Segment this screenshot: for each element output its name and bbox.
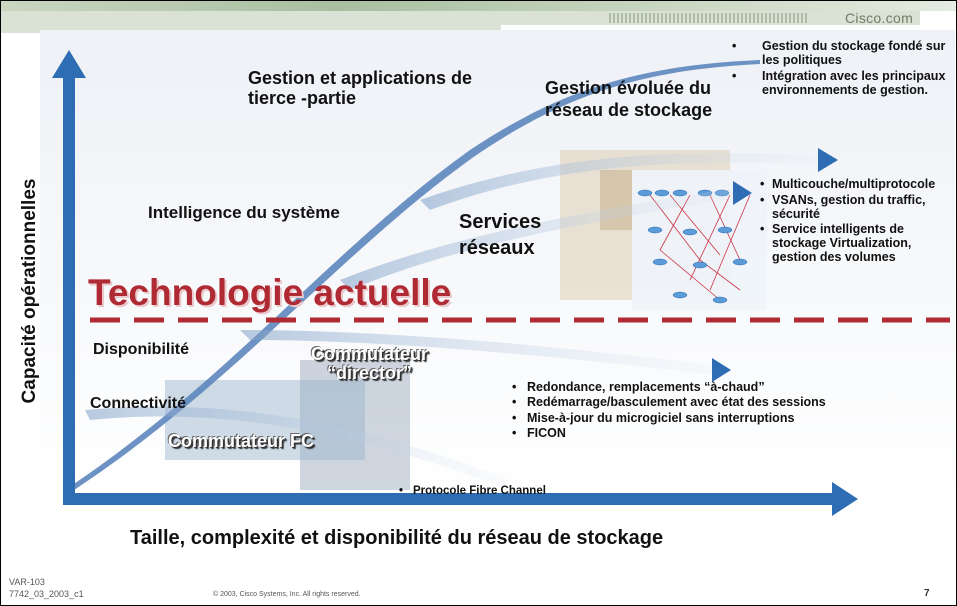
x-axis-arrowhead bbox=[832, 482, 858, 516]
services-bullets: • Multicouche/multiprotocole • VSANs, ge… bbox=[760, 177, 956, 265]
bullet-text: Mise-à-jour du microgiciel sans interrup… bbox=[527, 410, 795, 425]
bullet-icon: • bbox=[760, 177, 765, 191]
list-item: • Service intelligents de stockage Virtu… bbox=[760, 222, 956, 264]
bullet-text: Gestion du stockage fondé sur les politi… bbox=[762, 39, 946, 68]
bullet-text: Protocole Fibre Channel bbox=[413, 485, 546, 497]
bullet-text: Redondance, remplacements “à-chaud” bbox=[527, 380, 765, 394]
x-axis-shaft bbox=[63, 493, 838, 505]
diagram-background bbox=[40, 30, 955, 500]
bullet-text: Service intelligents de stockage Virtual… bbox=[772, 222, 912, 264]
footer-code-line2: 7742_03_2003_c1 bbox=[9, 589, 84, 599]
bullet-text: Multicouche/multiprotocole bbox=[772, 177, 936, 191]
x-axis-label: Taille, complexité et disponibilité du r… bbox=[130, 527, 664, 549]
availability-bullets: • Redondance, remplacements “à-chaud” • … bbox=[512, 380, 887, 441]
label-gestion-evoluee: Gestion évoluée du réseau de stockage bbox=[545, 78, 713, 120]
page-number: 7 bbox=[924, 588, 930, 599]
y-axis-shaft bbox=[63, 75, 75, 505]
list-item: • VSANs, gestion du traffic, sécurité bbox=[760, 192, 956, 222]
bullet-icon: • bbox=[399, 485, 404, 497]
label-services: Services réseaux bbox=[459, 211, 542, 259]
list-item: • FICON bbox=[512, 425, 887, 441]
label-connectivite: Connectivité bbox=[90, 395, 187, 412]
y-axis-label: Capacité opérationnelles bbox=[19, 178, 40, 404]
connectivity-band bbox=[85, 406, 510, 488]
management-bullets: • Gestion du stockage fondé sur les poli… bbox=[732, 39, 954, 98]
bullet-icon: • bbox=[512, 380, 517, 394]
footer-copyright: © 2003, Cisco Systems, Inc. All rights r… bbox=[213, 591, 361, 598]
label-intelligence: Intelligence du système bbox=[148, 203, 340, 222]
availability-arrowhead bbox=[712, 358, 731, 382]
current-technology-title: Technologie actuelle bbox=[88, 272, 452, 313]
footer-code-line1: VAR-103 bbox=[9, 577, 45, 587]
label-gestion-tierce: Gestion et applications de tierce -parti… bbox=[248, 68, 473, 109]
list-item: • Protocole Fibre Channel bbox=[399, 485, 663, 499]
bullet-text: Intégration avec les principaux environn… bbox=[762, 68, 946, 98]
bullet-icon: • bbox=[760, 222, 765, 237]
services-band bbox=[340, 188, 735, 290]
list-item: • Gestion du stockage fondé sur les poli… bbox=[732, 39, 954, 68]
management-arrowhead bbox=[818, 148, 838, 172]
network-nodes bbox=[637, 189, 748, 304]
banner-barcode bbox=[609, 13, 807, 23]
label-disponibilite: Disponibilité bbox=[93, 341, 189, 358]
bullet-icon: • bbox=[732, 68, 737, 83]
bullet-icon: • bbox=[512, 410, 517, 425]
management-band bbox=[420, 152, 820, 210]
availability-band bbox=[240, 330, 715, 375]
bullet-icon: • bbox=[760, 192, 765, 207]
y-axis-arrowhead bbox=[52, 50, 86, 78]
level-arrows bbox=[85, 152, 820, 488]
bullet-text: VSANs, gestion du traffic, sécurité bbox=[772, 192, 926, 221]
list-item: • Mise-à-jour du microgiciel sans interr… bbox=[512, 410, 887, 426]
bullet-icon: • bbox=[732, 39, 737, 53]
connectivity-bullets: • Protocole Fibre Channel bbox=[399, 485, 663, 499]
bullet-text: Redémarrage/basculement avec état des se… bbox=[527, 395, 826, 410]
level-arrowheads bbox=[712, 148, 838, 382]
services-arrowhead bbox=[733, 181, 752, 205]
list-item: • Redondance, remplacements “à-chaud” bbox=[512, 380, 887, 395]
brand-name: Cisco.com bbox=[845, 10, 914, 26]
header-banner bbox=[1, 1, 956, 33]
label-commutateur-director: Commutateur “director” bbox=[310, 344, 428, 383]
list-item: • Redémarrage/basculement avec état des … bbox=[512, 395, 847, 410]
list-item: • Intégration avec les principaux enviro… bbox=[732, 68, 954, 98]
bullet-icon: • bbox=[512, 425, 517, 440]
bullet-icon: • bbox=[512, 395, 517, 410]
axes bbox=[52, 50, 858, 516]
list-item: • Multicouche/multiprotocole bbox=[760, 177, 956, 192]
bullet-text: FICON bbox=[527, 425, 566, 440]
label-commutateur-fc: Commutateur FC bbox=[168, 431, 315, 451]
